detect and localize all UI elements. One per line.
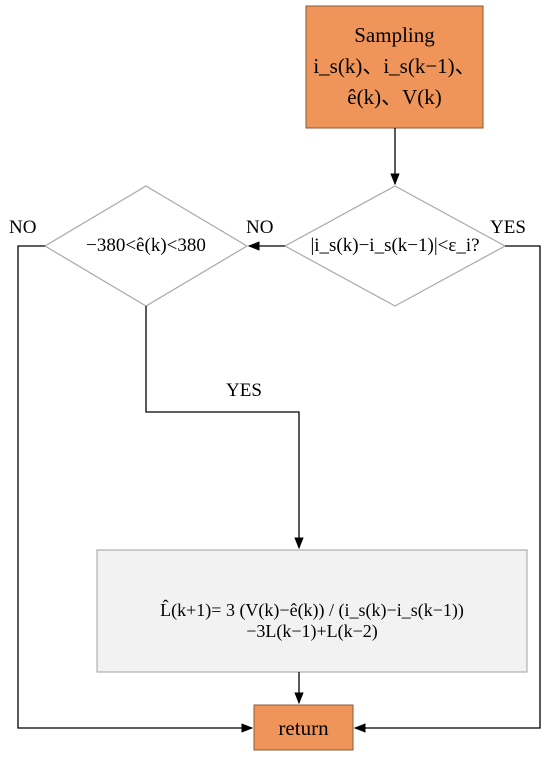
- label-no-right: NO: [246, 217, 274, 238]
- arrow-yes-to-return: [353, 245, 541, 733]
- return-box: [253, 704, 354, 751]
- return-label: return: [278, 716, 329, 740]
- label-yes-right: YES: [490, 217, 526, 238]
- decision-current-text: |i_s(k)−i_s(k−1)|<ε_i?: [310, 235, 480, 256]
- sampling-line-2: i_s(k)、i_s(k−1)、: [313, 54, 476, 78]
- sampling-line-3: ê(k)、V(k): [347, 85, 442, 109]
- formula-box: [96, 549, 528, 673]
- decision-error-text: −380<ê(k)<380: [86, 235, 206, 256]
- sampling-box-text: Sampling i_s(k)、i_s(k−1)、 ê(k)、V(k): [306, 20, 483, 113]
- label-yes-left: YES: [226, 380, 262, 401]
- inductance-formula: L̂(k+1)= 3 (V(k)−ê(k)) / (i_s(k)−i_s(k−1…: [160, 600, 464, 641]
- arrow-yes-to-formula: [145, 306, 304, 550]
- sampling-box: [305, 5, 484, 129]
- decision-diamond-current: [283, 185, 507, 307]
- sampling-title: Sampling: [354, 23, 435, 47]
- arrow-no-to-return: [17, 245, 254, 733]
- label-no-left: NO: [9, 217, 37, 238]
